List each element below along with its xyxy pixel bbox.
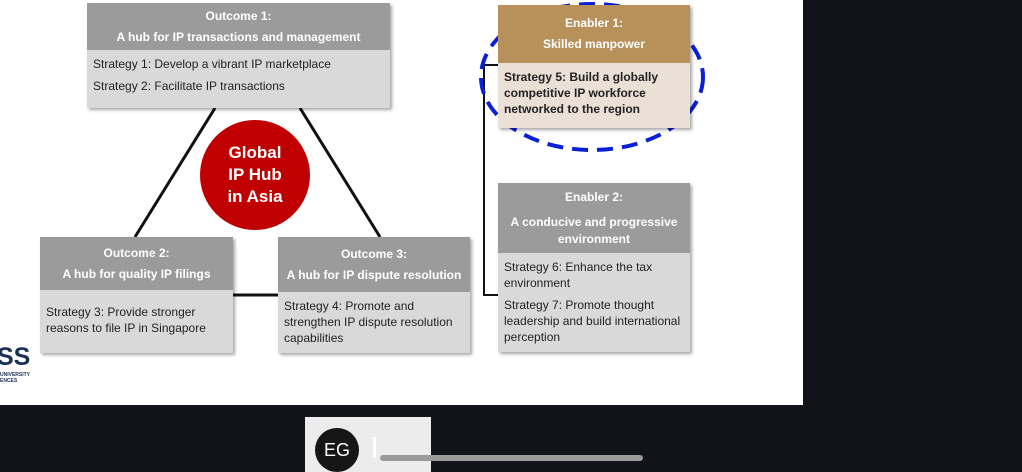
logo-line2: ENCES (0, 378, 18, 384)
strategy-1: Strategy 1: Develop a vibrant IP marketp… (93, 57, 331, 71)
strategy-2: Strategy 2: Facilitate IP transactions (93, 79, 285, 93)
outcome3-box: Outcome 3: A hub for IP dispute resolutio… (278, 237, 470, 353)
global-ip-hub-circle: Global IP Hub in Asia (200, 120, 310, 230)
highlight-ellipse (479, 2, 705, 152)
participant-avatar[interactable]: EG (315, 428, 359, 472)
center-line1: Global (228, 143, 282, 162)
outcome1-subtitle: A hub for IP transactions and management (116, 29, 361, 44)
enabler2-box: Enabler 2: A conducive and progressive en… (498, 183, 690, 352)
strategy-7: Strategy 7: Promote thought leadership a… (504, 298, 681, 344)
strategy-6: Strategy 6: Enhance the tax environment (504, 260, 653, 290)
outcome2-subtitle: A hub for quality IP filings (62, 266, 211, 281)
outcome2-box: Outcome 2: A hub for quality IP filings S… (40, 237, 233, 353)
presentation-slide: Outcome 1: A hub for IP transactions and … (0, 0, 803, 405)
logo-text: SS (0, 343, 31, 371)
enabler1-subtitle: Skilled manpower (542, 37, 646, 51)
text-cursor (373, 437, 376, 458)
outcome2-title: Outcome 2: (103, 245, 170, 260)
center-line3: in Asia (227, 187, 283, 206)
strategy-3: Strategy 3: Provide stronger reasons to … (46, 305, 206, 335)
suss-logo: SS UNIVERSITY ENCES (0, 343, 30, 384)
progress-scrubber[interactable] (380, 455, 643, 461)
outcome1-title: Outcome 1: (205, 8, 272, 23)
enabler2-title: Enabler 2: (564, 189, 624, 204)
outcome3-subtitle: A hub for IP dispute resolution (286, 267, 462, 282)
avatar-initials: EG (323, 439, 350, 460)
strategy-4: Strategy 4: Promote and strengthen IP di… (284, 299, 453, 345)
enabler1-box: Enabler 1: Skilled manpower Strategy 5: B… (498, 5, 690, 128)
logo-line1: UNIVERSITY (0, 372, 31, 378)
enabler2-subtitle: A conducive and progressive environment (510, 214, 678, 246)
outcome1-box: Outcome 1: A hub for IP transactions and … (87, 3, 390, 108)
strategy-5: Strategy 5: Build a globally competitive… (504, 70, 659, 116)
enabler1-title: Enabler 1: (564, 16, 624, 30)
connector-lines (133, 2, 705, 297)
center-line2: IP Hub (228, 165, 282, 184)
outcome3-title: Outcome 3: (340, 246, 407, 261)
